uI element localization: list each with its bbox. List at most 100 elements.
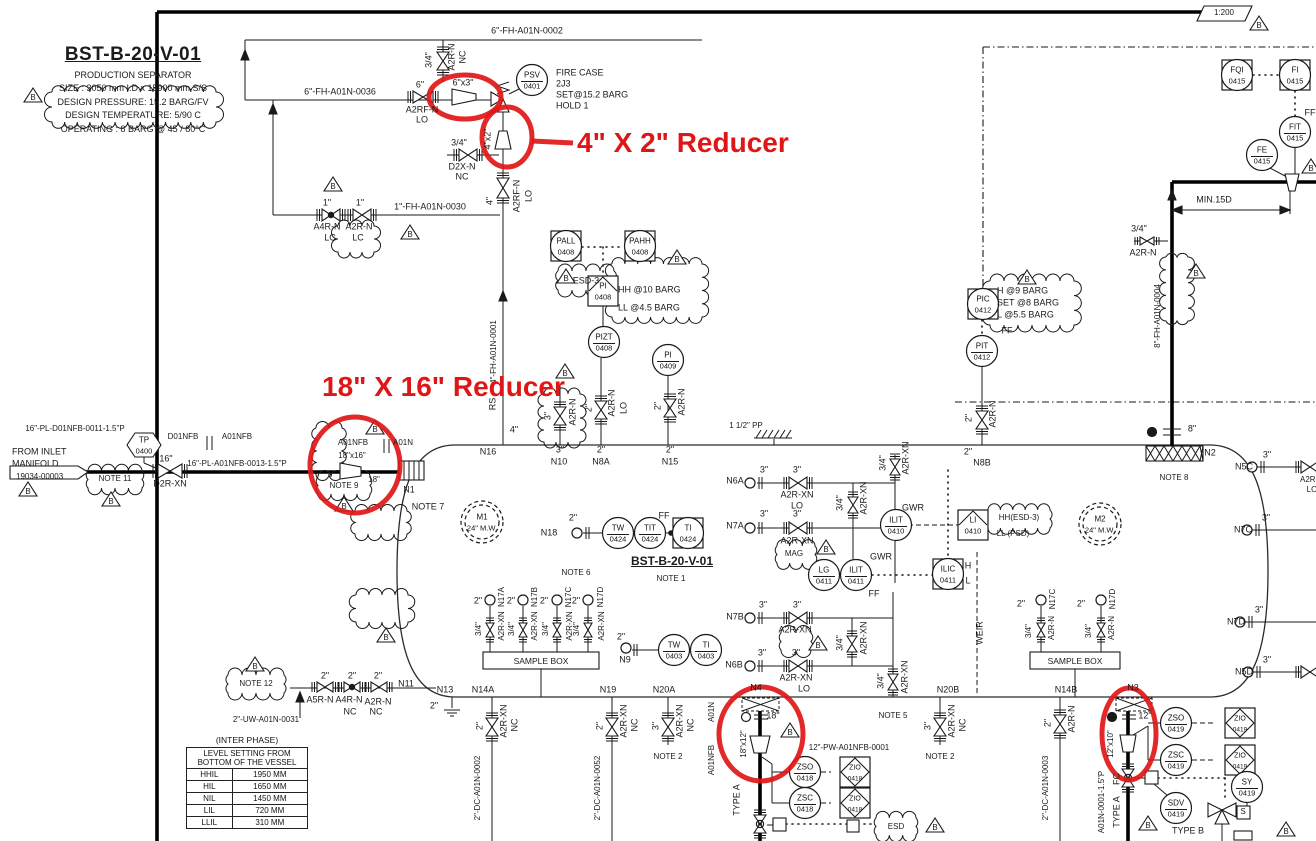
vessel-operating: OPERATING : 8 BARG @ 45 / 80°C	[60, 123, 206, 134]
instrument-LI-0410-tag: LI	[970, 516, 977, 525]
instrument-FI-0415-tag: FI	[1291, 66, 1298, 75]
hatch-tick	[785, 429, 792, 439]
revision-letter: B	[815, 641, 820, 650]
nozzle-stub	[1246, 461, 1258, 473]
valve	[788, 658, 799, 674]
instrument-ZIO-0418-num: 0418	[848, 807, 863, 814]
instrument-TI-0424-num: 0424	[680, 535, 697, 544]
valve	[552, 406, 568, 417]
instrument-FQI-0415-tag: FQI	[1230, 66, 1243, 75]
revision-letter: B	[25, 487, 30, 496]
crosshatch	[1199, 445, 1204, 462]
valve	[752, 823, 768, 834]
valve	[518, 628, 528, 638]
valve	[1300, 459, 1311, 475]
nozzle-stub	[744, 660, 756, 672]
valve	[484, 726, 500, 737]
instrument-ZIO-0419-tag: ZIO	[1234, 716, 1246, 723]
equipment-box	[1236, 805, 1251, 820]
instrument-TI-0403-num: 0403	[698, 652, 715, 661]
psv-spring	[495, 81, 511, 95]
revision-letter: B	[30, 93, 35, 102]
revision-triangle	[815, 538, 837, 555]
instrument-TP-0400-tag: TP	[139, 436, 149, 445]
valve	[889, 465, 901, 476]
valve	[797, 475, 808, 491]
instrument-PI-0408-num: 0408	[595, 293, 612, 302]
flow-arrow	[498, 289, 508, 302]
valve-closed-dot	[348, 683, 356, 691]
instrument-M2-24MW-num: 24" M.W.	[1085, 526, 1115, 535]
instrument-TI-0403-tag: TI	[702, 641, 709, 650]
valve	[1309, 667, 1316, 677]
instrument-FE-0415-num: 0415	[1254, 157, 1271, 166]
instrument-FQI-0415	[1220, 58, 1254, 92]
valve	[752, 814, 768, 825]
valve	[552, 622, 562, 632]
instrument-TI-0424	[671, 516, 705, 550]
instrument-TP-0400-num: 0400	[136, 447, 153, 456]
instrument-FI-0415-num: 0415	[1287, 77, 1304, 86]
highlight-circle-4x2	[479, 104, 535, 170]
instrument-ZIO-0418-tag: ZIO	[849, 796, 861, 803]
flow-arrow	[240, 48, 250, 61]
valve	[604, 726, 620, 737]
highlight-circle-18x12	[716, 684, 806, 784]
valve	[361, 207, 372, 223]
valve	[660, 717, 676, 728]
instrument-ILIC-0411-num: 0411	[940, 576, 956, 585]
hatch-tick	[761, 429, 768, 439]
instrument-PIT-0412-tag: PIT	[976, 342, 989, 351]
instrument-PI-0408	[587, 275, 619, 307]
revision-triangle	[924, 816, 946, 833]
instrument-TW-0403-num: 0403	[666, 652, 683, 661]
angle-valve	[1214, 808, 1230, 825]
instrument-TI-0403	[689, 633, 723, 667]
instrument-ZIO-0418	[840, 757, 870, 787]
valve	[797, 658, 808, 674]
instrument-SY-0419-tag: SY	[1242, 778, 1253, 787]
revision-triangle	[399, 223, 421, 240]
instrument-SY-0419-num: 0419	[1239, 789, 1256, 798]
revision-cloud	[331, 219, 381, 259]
instrument-ZSC-0418	[788, 786, 822, 820]
revision-triangle	[1275, 820, 1297, 837]
valve	[323, 681, 334, 693]
instrument-ZSO-0419	[1159, 706, 1193, 740]
revision-letter: B	[563, 274, 568, 283]
valve	[1309, 462, 1316, 472]
valve	[485, 628, 495, 638]
revision-letter: B	[330, 182, 335, 191]
valve	[377, 681, 388, 693]
revision-cloud	[985, 503, 1053, 535]
valve	[583, 622, 593, 632]
valve	[593, 409, 609, 420]
revision-letter: B	[823, 545, 828, 554]
valve	[484, 717, 500, 728]
valve	[660, 726, 676, 737]
revision-cloud	[774, 539, 818, 570]
valve	[552, 628, 562, 638]
valve	[485, 622, 495, 632]
highlight-circle-12x10	[1099, 685, 1159, 783]
instrument-ILIC-0411	[931, 557, 965, 591]
nozzle-stub	[1242, 666, 1254, 678]
instrument-FE-0415	[1245, 138, 1279, 172]
valve	[316, 681, 327, 693]
crosshatch	[1163, 445, 1174, 462]
valve	[321, 207, 332, 223]
instrument-PSV-0401	[515, 63, 549, 97]
revision-letter: B	[108, 497, 113, 506]
instrument-SDV-0419	[1159, 791, 1193, 825]
instrument-LG-0411	[807, 558, 841, 592]
instrument-M2-24MW-tag: M2	[1094, 515, 1106, 524]
instrument-PI-0408-tag: PI	[599, 282, 607, 291]
valve	[1096, 622, 1106, 632]
nozzle-stub	[1234, 616, 1246, 628]
nozzle-stub	[1241, 524, 1253, 536]
instrument-PALL-0408	[549, 229, 583, 263]
instrument-ZSC-0419-tag: ZSC	[1168, 751, 1184, 760]
valve	[887, 673, 899, 684]
instrument-TP-0400	[126, 432, 162, 458]
instrument-LG-0411-tag: LG	[819, 566, 830, 575]
